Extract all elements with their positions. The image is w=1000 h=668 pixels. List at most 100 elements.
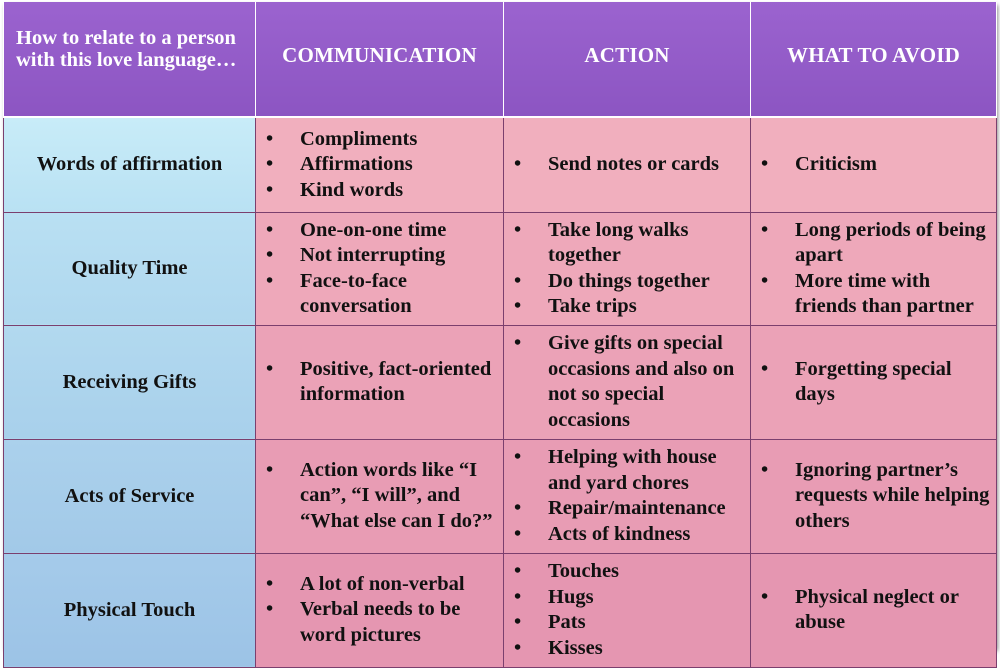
list-item-text: More time with friends than partner <box>795 269 974 318</box>
bullet-icon: • <box>514 332 522 354</box>
list-item-text: Positive, fact-oriented information <box>300 357 492 406</box>
table-row: Receiving Gifts • Positive, fact-oriented… <box>3 324 997 440</box>
list-item-text: Action words like “I can”, “I will”, and… <box>300 458 493 532</box>
corner-header: How to relate to a person with this love… <box>3 2 256 118</box>
bullet-list: • One-on-one time • Not interrupting • Face-t… <box>256 218 497 320</box>
bullet-icon: • <box>266 127 274 150</box>
list-item: • Send notes or cards <box>504 152 744 178</box>
bullet-icon: • <box>514 446 522 468</box>
action-cell: •Take long walks together•Do things toge… <box>503 211 751 326</box>
row-header: Physical Touch <box>3 552 256 668</box>
list-item-text: Take long walks together <box>548 218 689 267</box>
list-item: • Repair/maintenance <box>504 496 744 522</box>
bullet-list: •Take long walks together•Do things toge… <box>504 218 744 320</box>
avoid-cell: •Forgetting special days <box>750 324 997 440</box>
bullet-list: • Helping with house and yard chores • Repa… <box>504 445 744 547</box>
bullet-list: •A lot of non-verbal• Verbal needs to be … <box>256 572 497 649</box>
row-header: Quality Time <box>3 211 256 326</box>
list-item: • Helping with house and yard chores <box>504 445 744 496</box>
bullet-list: • Send notes or cards <box>504 152 744 178</box>
list-item-text: Send notes or cards <box>548 153 720 175</box>
communication-cell: • One-on-one time • Not interrupting • Face-t… <box>255 211 504 326</box>
action-cell: • Helping with house and yard chores • Repa… <box>503 438 751 554</box>
avoid-cell: • Ignoring partner’s requests while helpi… <box>750 438 997 554</box>
row-header: Receiving Gifts <box>3 324 256 440</box>
list-item-text: One-on-one time <box>300 218 447 241</box>
bullet-icon: • <box>514 153 522 175</box>
list-item-text: Do things together <box>548 269 710 292</box>
bullet-icon: • <box>761 218 769 241</box>
bullet-icon: • <box>514 560 522 582</box>
list-item-text: Touches <box>548 560 620 582</box>
list-item-text: Verbal needs to be word pictures <box>300 598 461 646</box>
bullet-icon: • <box>761 458 769 481</box>
list-item-text: Compliments <box>300 127 418 150</box>
list-item-text: Helping with house and yard chores <box>548 446 717 494</box>
bullet-icon: • <box>266 598 274 621</box>
list-item-text: Kisses <box>548 636 603 659</box>
bullet-icon: • <box>761 153 769 175</box>
list-item: • Long periods of being apart <box>751 218 990 269</box>
table-row: Physical Touch •A lot of non-verbal•Verb… <box>3 552 997 668</box>
avoid-cell: •Physical neglect or abuse <box>750 552 997 668</box>
list-item-text: Forgetting special days <box>795 357 952 406</box>
list-item-text: Face-to-face conversation <box>300 269 412 318</box>
bullet-icon: • <box>514 611 522 633</box>
bullet-list: •Forgetting special days <box>751 357 990 408</box>
communication-cell: •A lot of non-verbal• Verbal needs to be … <box>255 552 504 668</box>
bullet-icon: • <box>514 522 522 545</box>
list-item-text: Physical neglect or abuse <box>795 585 959 634</box>
list-item-text: Kind words <box>300 178 404 201</box>
list-item: • Face-to-face conversation <box>256 269 497 320</box>
action-cell: •Give gifts on special occasions and als… <box>503 324 751 440</box>
list-item: •Pats <box>504 610 744 636</box>
bullet-list: •Action words like “I can”, “I will”, an… <box>256 458 497 535</box>
bullet-list: • Compliments•Affirmations• Kind words <box>256 127 497 204</box>
bullet-icon: • <box>514 497 522 519</box>
love-language-table: How to relate to a person with this love… <box>3 2 997 668</box>
list-item-text: Criticism <box>795 153 877 175</box>
list-item: • Touches <box>504 559 744 585</box>
bullet-icon: • <box>266 269 274 292</box>
list-item: •Give gifts on special occasions and als… <box>504 331 744 433</box>
bullet-icon: • <box>266 572 274 595</box>
row-header: Words of affirmation <box>3 116 256 213</box>
bullet-icon: • <box>266 357 274 380</box>
bullet-icon: • <box>514 585 522 608</box>
communication-cell: • Positive, fact-oriented information <box>255 324 504 440</box>
bullet-icon: • <box>761 269 769 292</box>
bullet-icon: • <box>266 178 274 201</box>
list-item-text: Ignoring partner’s requests while helpin… <box>795 458 990 532</box>
avoid-cell: • Criticism <box>750 116 997 213</box>
list-item: • Compliments <box>256 127 497 153</box>
list-item: • Ignoring partner’s requests while helpi… <box>751 458 990 535</box>
list-item: • Positive, fact-oriented information <box>256 357 497 408</box>
list-item: •Take trips <box>504 294 744 320</box>
table-row: Quality Time • One-on-one time • Not interr… <box>3 211 997 326</box>
column-header-action: ACTION <box>503 2 751 118</box>
list-item: •Acts of kindness <box>504 522 744 548</box>
list-item: • Kind words <box>256 178 497 204</box>
list-item-text: Long periods of being apart <box>795 218 986 267</box>
bullet-icon: • <box>266 244 274 266</box>
list-item: •Kisses <box>504 636 744 662</box>
bullet-list: •Give gifts on special occasions and als… <box>504 331 744 433</box>
communication-cell: •Action words like “I can”, “I will”, an… <box>255 438 504 554</box>
bullet-list: • Positive, fact-oriented information <box>256 357 497 408</box>
row-header: Acts of Service <box>3 438 256 554</box>
list-item: • Criticism <box>751 152 990 178</box>
list-item-text: Take trips <box>548 295 637 317</box>
love-language-table-wrap: How to relate to a person with this love… <box>3 2 997 668</box>
list-item-text: Not interrupting <box>300 244 446 266</box>
list-item-text: Repair/maintenance <box>548 497 726 519</box>
list-item-text: Hugs <box>548 585 594 608</box>
list-item: •Action words like “I can”, “I will”, an… <box>256 458 497 535</box>
bullet-list: • Criticism <box>751 152 990 178</box>
column-header-communication: COMMUNICATION <box>255 2 504 118</box>
column-header-what-to-avoid: WHAT TO AVOID <box>750 2 997 118</box>
table-body: Words of affirmation • Compliments•Affirm… <box>3 116 997 668</box>
list-item: •A lot of non-verbal <box>256 572 497 598</box>
table-row: Acts of Service •Action words like “I ca… <box>3 438 997 554</box>
list-item: •Affirmations <box>256 152 497 178</box>
bullet-icon: • <box>514 218 522 241</box>
